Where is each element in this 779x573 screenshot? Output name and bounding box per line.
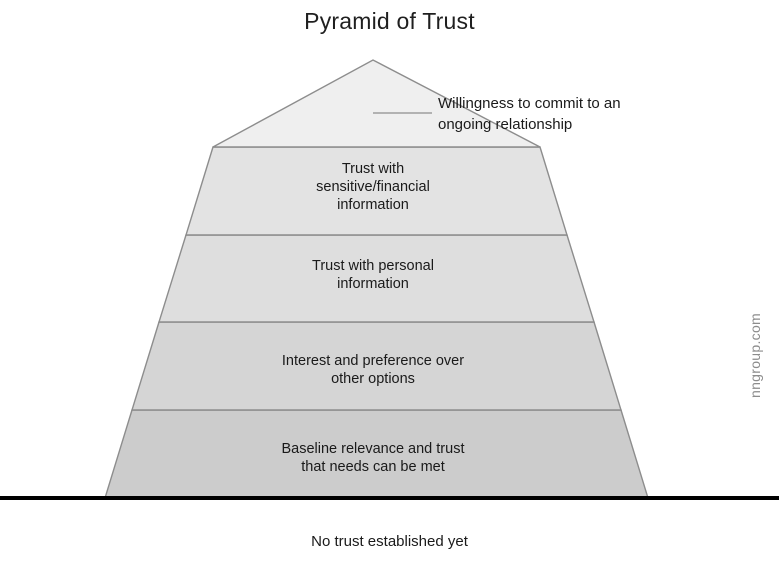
nngroup-watermark: nngroup.com [747, 312, 763, 398]
pyramid-tier-3 [158, 234, 595, 323]
pyramid-tier-4 [131, 321, 622, 411]
pyramid-tier-5-base [104, 409, 649, 499]
pyramid-tier-1-apex [212, 59, 541, 148]
pyramid-tier-2 [185, 146, 568, 236]
page-title: Pyramid of Trust [304, 8, 475, 34]
tier-1-callout-label: Willingness to commit to an ongoing rela… [438, 95, 621, 133]
ground-caption: No trust established yet [311, 533, 468, 550]
